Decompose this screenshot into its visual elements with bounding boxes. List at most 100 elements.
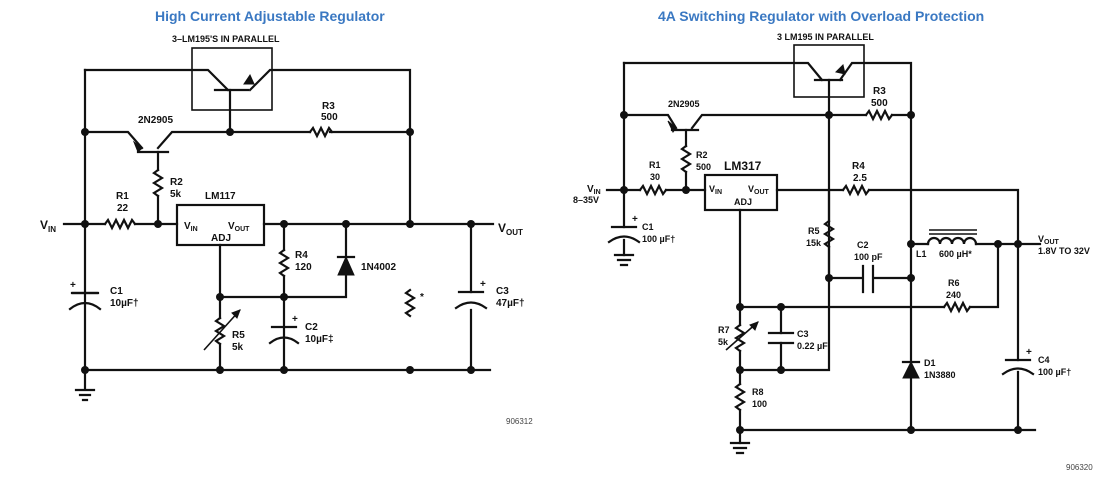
d2-r4-ref: R4 [852, 161, 865, 172]
d1-c1-capacitor: + [68, 280, 102, 311]
d2-c4-value: 100 µF† [1038, 367, 1071, 377]
svg-text:+: + [292, 314, 298, 325]
svg-text:+: + [1026, 347, 1032, 358]
d1-top-wire [83, 68, 412, 226]
d2-r3-resistor [864, 108, 894, 122]
d1-r5-value: 5k [232, 342, 244, 353]
d2-r6-value: 240 [946, 290, 961, 300]
d2-r5-ref: R5 [808, 226, 820, 236]
d2-r3-value: 500 [871, 98, 888, 109]
d2-r2-ref: R2 [696, 150, 708, 160]
d2-r7-potentiometer [725, 321, 759, 353]
d1-r1-resistor [103, 217, 137, 231]
d2-lm317-vout-pin: VOUT [748, 184, 770, 196]
d1-r2-value: 5k [170, 189, 182, 200]
d2-c2-capacitor [861, 264, 875, 294]
d1-r4-ref: R4 [295, 250, 308, 261]
d2-r1-resistor [638, 183, 668, 197]
d2-r7-ref: R7 [718, 325, 730, 335]
d2-2n2905-label: 2N2905 [668, 99, 700, 109]
svg-text:+: + [480, 279, 486, 290]
d2-r3-ref: R3 [873, 86, 886, 97]
d2-l1-value: 600 µH* [939, 249, 972, 259]
d1-lm117-adj-pin: ADJ [211, 233, 231, 244]
d2-vout-range: 1.8V TO 32V [1038, 246, 1090, 256]
diagram2-title: 4A Switching Regulator with Overload Pro… [658, 8, 985, 24]
d1-c2-value: 10µF‡ [305, 334, 334, 345]
d1-2n2905-label: 2N2905 [138, 115, 173, 126]
d1-c1-ref: C1 [110, 286, 123, 297]
d1-c3-ref: C3 [496, 286, 509, 297]
diagram2-schematic: 3 LM195 IN PARALLEL R3 500 2N2905 R2 500… [573, 32, 1093, 472]
d2-vin-range: 8–35V [573, 195, 599, 205]
d1-r2-resistor [151, 168, 165, 198]
d2-junction-dots [620, 111, 1022, 434]
d2-parallel-label: 3 LM195 IN PARALLEL [777, 32, 874, 42]
d1-r3-ref: R3 [322, 101, 335, 112]
d2-c1-ref: C1 [642, 222, 654, 232]
d1-r3-resistor [308, 125, 334, 139]
d2-d1-ref: D1 [924, 358, 936, 368]
d2-r1-value: 30 [650, 172, 660, 182]
d2-c3-ref: C3 [797, 329, 809, 339]
d1-lm117-label: LM117 [205, 191, 236, 202]
d2-l1-inductor [926, 229, 978, 246]
d2-c3-capacitor [767, 331, 795, 345]
d2-c4-ref: C4 [1038, 355, 1050, 365]
d2-r4-value: 2.5 [853, 173, 867, 184]
d2-r5-resistor [822, 219, 836, 249]
d2-c1-capacitor: + [607, 214, 641, 244]
d1-diode-icon [336, 255, 356, 276]
d1-figure-number: 906312 [506, 417, 533, 426]
d1-lm117-vout-pin: VOUT [228, 221, 250, 233]
d1-c3-value: 47µF† [496, 298, 525, 309]
d1-r2-ref: R2 [170, 177, 183, 188]
d2-r2-value: 500 [696, 162, 711, 172]
d1-r3-value: 500 [321, 112, 338, 123]
d2-d1-value: 1N3880 [924, 370, 956, 380]
d1-diode-label: 1N4002 [361, 262, 396, 273]
d1-load-label: * [420, 292, 424, 303]
d2-lm317-label: LM317 [724, 159, 762, 173]
d2-c1-value: 100 µF† [642, 234, 675, 244]
d1-c2-capacitor: + [268, 314, 300, 345]
d1-c1-value: 10µF† [110, 298, 139, 309]
d2-lm317-vin-pin: VIN [709, 184, 722, 196]
svg-text:+: + [70, 280, 76, 291]
d2-r8-value: 100 [752, 399, 767, 409]
d1-r5-ref: R5 [232, 330, 245, 341]
d2-r1-ref: R1 [649, 160, 661, 170]
d1-r5-potentiometer [203, 309, 241, 351]
d1-vout-label: VOUT [498, 221, 523, 237]
d1-junction-dots [81, 128, 475, 374]
d2-c2-ref: C2 [857, 240, 869, 250]
d2-r4-resistor [841, 183, 871, 197]
d1-r1-ref: R1 [116, 191, 129, 202]
d1-r4-resistor [277, 248, 291, 278]
d1-c2-ref: C2 [305, 322, 318, 333]
d2-c1-ground-icon [613, 253, 635, 267]
d2-d1-diode-icon [901, 360, 921, 379]
d2-r8-resistor [733, 382, 747, 412]
d1-vin-label: VIN [40, 218, 56, 234]
d2-r5-value: 15k [806, 238, 822, 248]
diagram1-schematic: 3–LM195'S IN PARALLEL R3 500 2N2905 [40, 34, 533, 426]
d2-r6-resistor [942, 300, 972, 314]
d2-r2-resistor [679, 144, 693, 174]
d2-vout-label: VOUT [1038, 234, 1060, 246]
d1-ground-icon [74, 368, 96, 402]
d2-l1-ref: L1 [916, 249, 927, 259]
d1-load-resistor [403, 288, 417, 318]
d1-lm117-vin-pin: VIN [184, 221, 198, 233]
d2-c4-capacitor: + [1001, 347, 1035, 376]
d1-mid-wire [83, 130, 312, 150]
d1-r1-value: 22 [117, 203, 129, 214]
d2-r7-value: 5k [718, 337, 729, 347]
d1-c3-capacitor: + [454, 279, 488, 310]
d1-r4-value: 120 [295, 262, 312, 273]
d1-parallel-label: 3–LM195'S IN PARALLEL [172, 34, 280, 44]
d1-lm195-box [191, 47, 273, 111]
d2-c2-value: 100 pF [854, 252, 883, 262]
svg-text:+: + [632, 214, 638, 225]
